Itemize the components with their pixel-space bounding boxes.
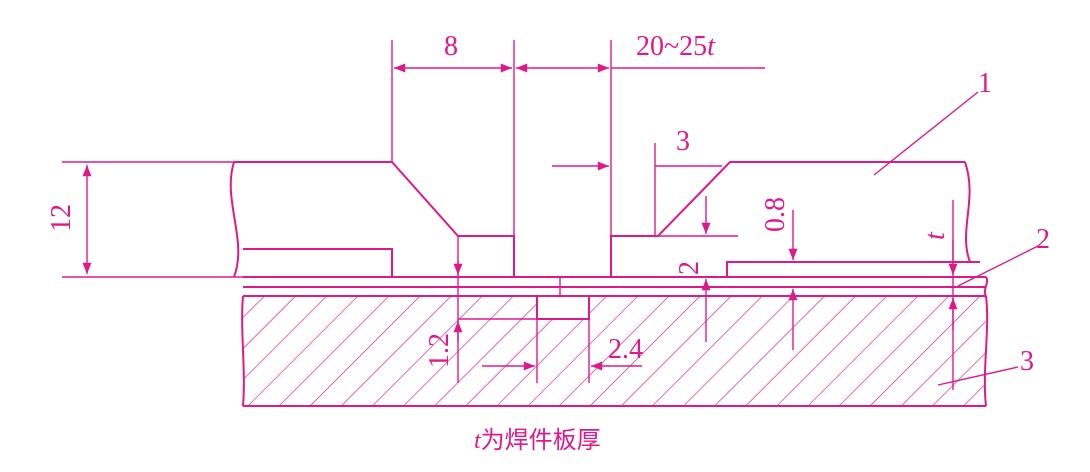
part-number-1: 1: [978, 68, 992, 99]
dim-t: t: [920, 231, 951, 240]
dim-2: 2: [674, 261, 705, 275]
dim-20-25t: 20~25t: [636, 31, 716, 62]
dim-2-4: 2.4: [608, 334, 643, 365]
leader-lines: [873, 91, 1039, 386]
caption: t为焊件板厚: [474, 426, 601, 454]
extension-lines: [62, 40, 954, 390]
dim-1-2: 1.2: [424, 333, 455, 368]
dim-12: 12: [46, 204, 77, 232]
thin-plate: [243, 276, 989, 297]
dim-3: 3: [676, 126, 690, 157]
dimension-arrows: [82, 63, 958, 371]
dim-8: 8: [444, 31, 458, 62]
backing-plate: [241, 295, 989, 407]
part-number-3: 3: [1020, 346, 1034, 377]
dim-0-8: 0.8: [760, 197, 791, 232]
right-workpiece: [610, 161, 980, 277]
left-workpiece: [229, 161, 515, 278]
part-number-2: 2: [1036, 224, 1050, 255]
